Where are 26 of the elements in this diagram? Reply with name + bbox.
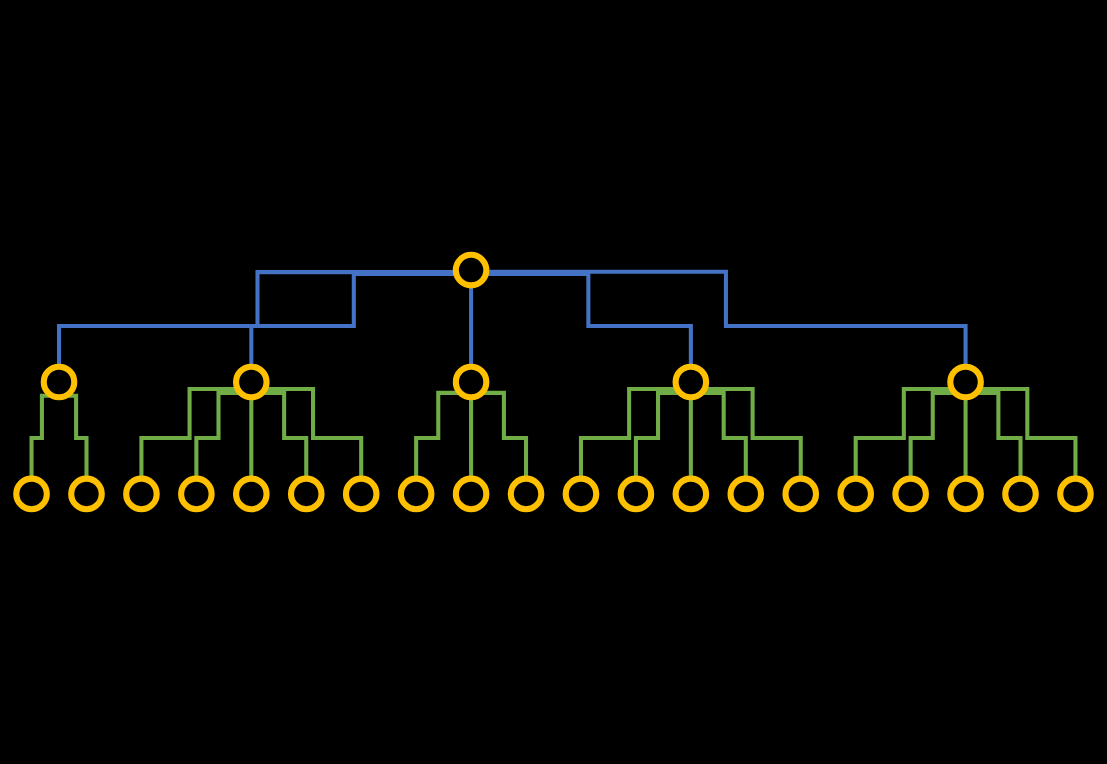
node-circle: [178, 475, 215, 513]
node-circle: [617, 475, 655, 513]
node-circle: [727, 475, 765, 513]
node-circle: [13, 475, 50, 513]
node-circle: [452, 475, 490, 513]
node-circle: [68, 475, 105, 513]
node-circle: [287, 475, 325, 513]
node-circle: [562, 475, 600, 513]
node-circle: [40, 363, 78, 401]
node-circle: [233, 363, 270, 401]
node-circle: [1002, 475, 1039, 513]
node-circle: [837, 475, 874, 513]
node-circle: [452, 251, 490, 289]
node-circle: [507, 475, 545, 513]
node-circle: [233, 475, 270, 513]
node-circle: [672, 475, 710, 513]
node-circle: [1057, 475, 1094, 513]
node-circle: [397, 475, 435, 513]
node-circle: [342, 475, 380, 513]
node-circle: [782, 475, 820, 513]
node-circle: [947, 363, 984, 401]
node-circle: [123, 475, 160, 513]
node-circle: [672, 363, 710, 401]
node-circle: [452, 363, 490, 401]
node-circle: [892, 475, 929, 513]
node-circle: [947, 475, 984, 513]
